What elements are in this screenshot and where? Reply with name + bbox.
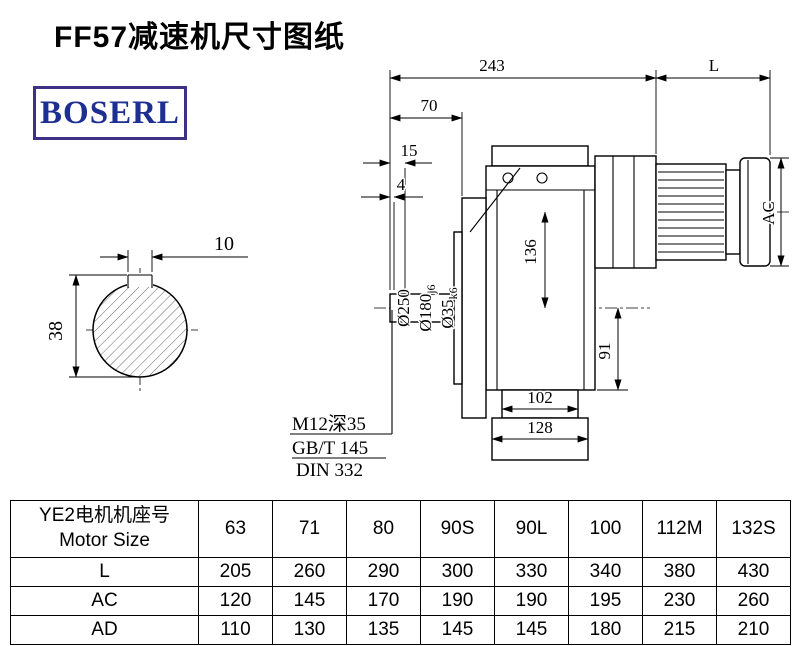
dimensions: 243 L 70 15 4 Ø250 Ø180j6 Ø35k6 M12深35 G… [290, 55, 789, 483]
header-en: Motor Size [59, 530, 150, 551]
size-col-header: 90L [494, 500, 569, 558]
dim-128: 128 [527, 418, 553, 437]
value-cell: 210 [716, 615, 791, 645]
size-col-header: 90S [420, 500, 495, 558]
size-col-header: 80 [346, 500, 421, 558]
table-row-AC: AC 120 145 170 190 190 195 230 260 [10, 586, 791, 616]
value-cell: 380 [642, 557, 717, 587]
motor-size-table: YE2电机机座号 Motor Size 63 71 80 90S 90L 100… [10, 500, 791, 645]
value-cell: 190 [420, 586, 495, 616]
value-cell: 145 [494, 615, 569, 645]
value-cell: 170 [346, 586, 421, 616]
dim-axis-height: 136 [521, 239, 540, 265]
header-cn: YE2电机机座号 [39, 505, 170, 527]
dim-4: 4 [397, 175, 406, 194]
motor-rear-step [725, 169, 741, 255]
value-cell: 300 [420, 557, 495, 587]
bolt-hole [536, 172, 548, 184]
technical-drawing: 10 38 [44, 55, 792, 483]
value-cell: 130 [272, 615, 347, 645]
value-cell: 120 [198, 586, 273, 616]
size-col-header: 112M [642, 500, 717, 558]
value-cell: 215 [642, 615, 717, 645]
size-col-header: 63 [198, 500, 273, 558]
bolt-hole [502, 172, 514, 184]
value-cell: 340 [568, 557, 643, 587]
note-tapped-hole: M12深35 [292, 413, 366, 435]
value-cell: 290 [346, 557, 421, 587]
value-cell: 135 [346, 615, 421, 645]
value-cell: 230 [642, 586, 717, 616]
note-din-standard: DIN 332 [296, 460, 363, 481]
dim-motor-diameter: AC [759, 201, 778, 225]
dim-keyway-height: 38 [45, 321, 67, 341]
value-cell: 110 [198, 615, 273, 645]
value-cell: 180 [568, 615, 643, 645]
row-label: L [10, 557, 199, 587]
value-cell: 190 [494, 586, 569, 616]
value-cell: 330 [494, 557, 569, 587]
output-flange [461, 197, 487, 419]
value-cell: 260 [272, 557, 347, 587]
housing-body [485, 165, 596, 391]
note-gb-standard: GB/T 145 [292, 438, 368, 459]
housing-step [501, 389, 579, 419]
row-label: AC [10, 586, 199, 616]
table-row-L: L 205 260 290 300 330 340 380 430 [10, 557, 791, 587]
value-cell: 145 [272, 586, 347, 616]
value-cell: 430 [716, 557, 791, 587]
gearbox-side-view [374, 145, 792, 461]
output-shaft [389, 293, 455, 323]
table-header-label: YE2电机机座号 Motor Size [10, 500, 199, 558]
shaft-end-view: 10 38 [44, 232, 248, 392]
size-col-header: 100 [568, 500, 643, 558]
motor-side-view [594, 155, 771, 269]
motor-adapter [594, 155, 657, 269]
value-cell: 205 [198, 557, 273, 587]
dim-shaft-length: 70 [421, 96, 438, 115]
value-cell: 145 [420, 615, 495, 645]
size-col-header: 132S [716, 500, 791, 558]
dim-keyway-width: 10 [214, 233, 234, 255]
value-cell: 195 [568, 586, 643, 616]
motor-fins [658, 171, 724, 253]
value-cell: 260 [716, 586, 791, 616]
dim-shaft-diameter: Ø35k6 [438, 287, 460, 328]
table-header-row: YE2电机机座号 Motor Size 63 71 80 90S 90L 100… [10, 500, 791, 558]
dim-total-length: 243 [479, 56, 505, 75]
size-col-header: 71 [272, 500, 347, 558]
dim-102: 102 [527, 388, 553, 407]
table-row-AD: AD 110 130 135 145 145 180 215 210 [10, 615, 791, 645]
row-label: AD [10, 615, 199, 645]
dim-15: 15 [401, 141, 418, 160]
dim-motor-length: L [709, 56, 719, 75]
brand-logo: BOSERL [33, 86, 187, 140]
dim-flange-diameter: Ø250 [394, 289, 413, 327]
page-title: FF57减速机尺寸图纸 [54, 21, 346, 54]
housing-top-cap [491, 145, 589, 167]
brand-logo-text: BOSERL [40, 94, 180, 131]
dim-spigot-diameter: Ø180j6 [416, 284, 438, 331]
dim-91: 91 [595, 343, 614, 360]
